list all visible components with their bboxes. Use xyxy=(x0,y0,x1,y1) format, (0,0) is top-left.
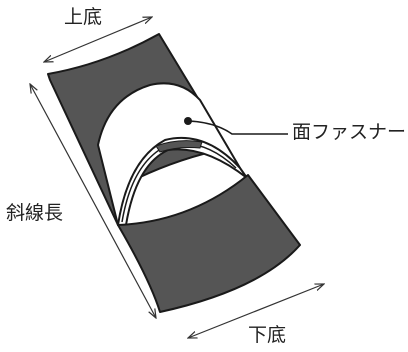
face-fastener-label: 面ファスナー xyxy=(292,121,407,143)
slant-length-label: 斜線長 xyxy=(6,202,64,224)
fastener-leader-line xyxy=(187,120,288,135)
top-base-label: 上底 xyxy=(64,6,103,28)
bottom-base-arrow xyxy=(188,284,324,338)
top-base-arrow xyxy=(44,17,152,62)
fastener-dark-wedge xyxy=(155,140,203,153)
slant-length-arrow xyxy=(30,84,156,318)
bottom-base-label: 下底 xyxy=(248,324,287,346)
lower-sheet-panel xyxy=(117,174,301,313)
